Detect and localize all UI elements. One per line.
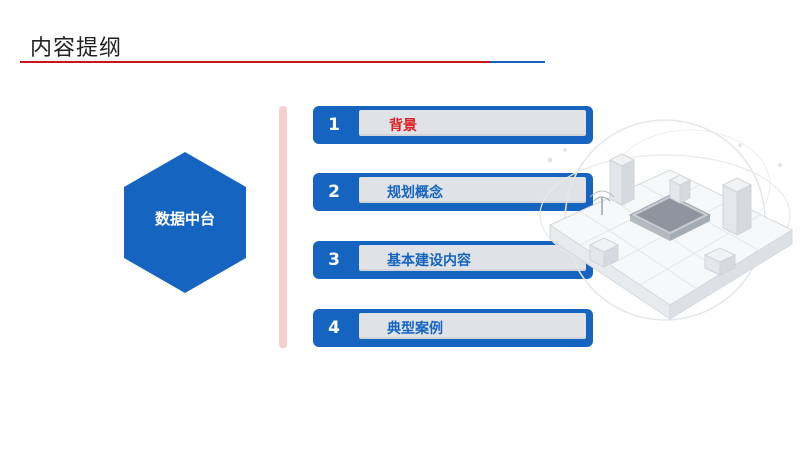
outline-item-label: 典型案例	[387, 321, 443, 337]
outline-item-panel: 基本建设内容	[359, 245, 586, 271]
vertical-divider	[279, 106, 287, 348]
isometric-data-platform-illustration-icon	[539, 119, 794, 321]
outline-item-panel: 背景	[359, 110, 586, 136]
outline-item-number: 1	[328, 115, 340, 135]
outline-item-label: 基本建设内容	[387, 253, 471, 269]
outline-item-label: 规划概念	[387, 185, 443, 201]
slide-title: 内容提纲	[30, 36, 123, 61]
hexagon-badge	[124, 152, 246, 293]
outline-item-panel: 规划概念	[359, 177, 586, 203]
outline-item-number: 3	[328, 250, 340, 270]
outline-item-2[interactable]: 2 规划概念	[313, 173, 593, 211]
outline-item-number: 4	[328, 318, 340, 338]
outline-item-1[interactable]: 1 背景	[313, 106, 593, 144]
outline-item-number: 2	[328, 182, 340, 202]
title-underline-blue	[490, 61, 545, 63]
outline-item-3[interactable]: 3 基本建设内容	[313, 241, 593, 279]
outline-item-panel: 典型案例	[359, 313, 586, 339]
outline-item-4[interactable]: 4 典型案例	[313, 309, 593, 347]
title-underline-red	[20, 61, 490, 63]
outline-item-label: 背景	[389, 118, 417, 134]
center-topic-label: 数据中台	[154, 210, 215, 228]
